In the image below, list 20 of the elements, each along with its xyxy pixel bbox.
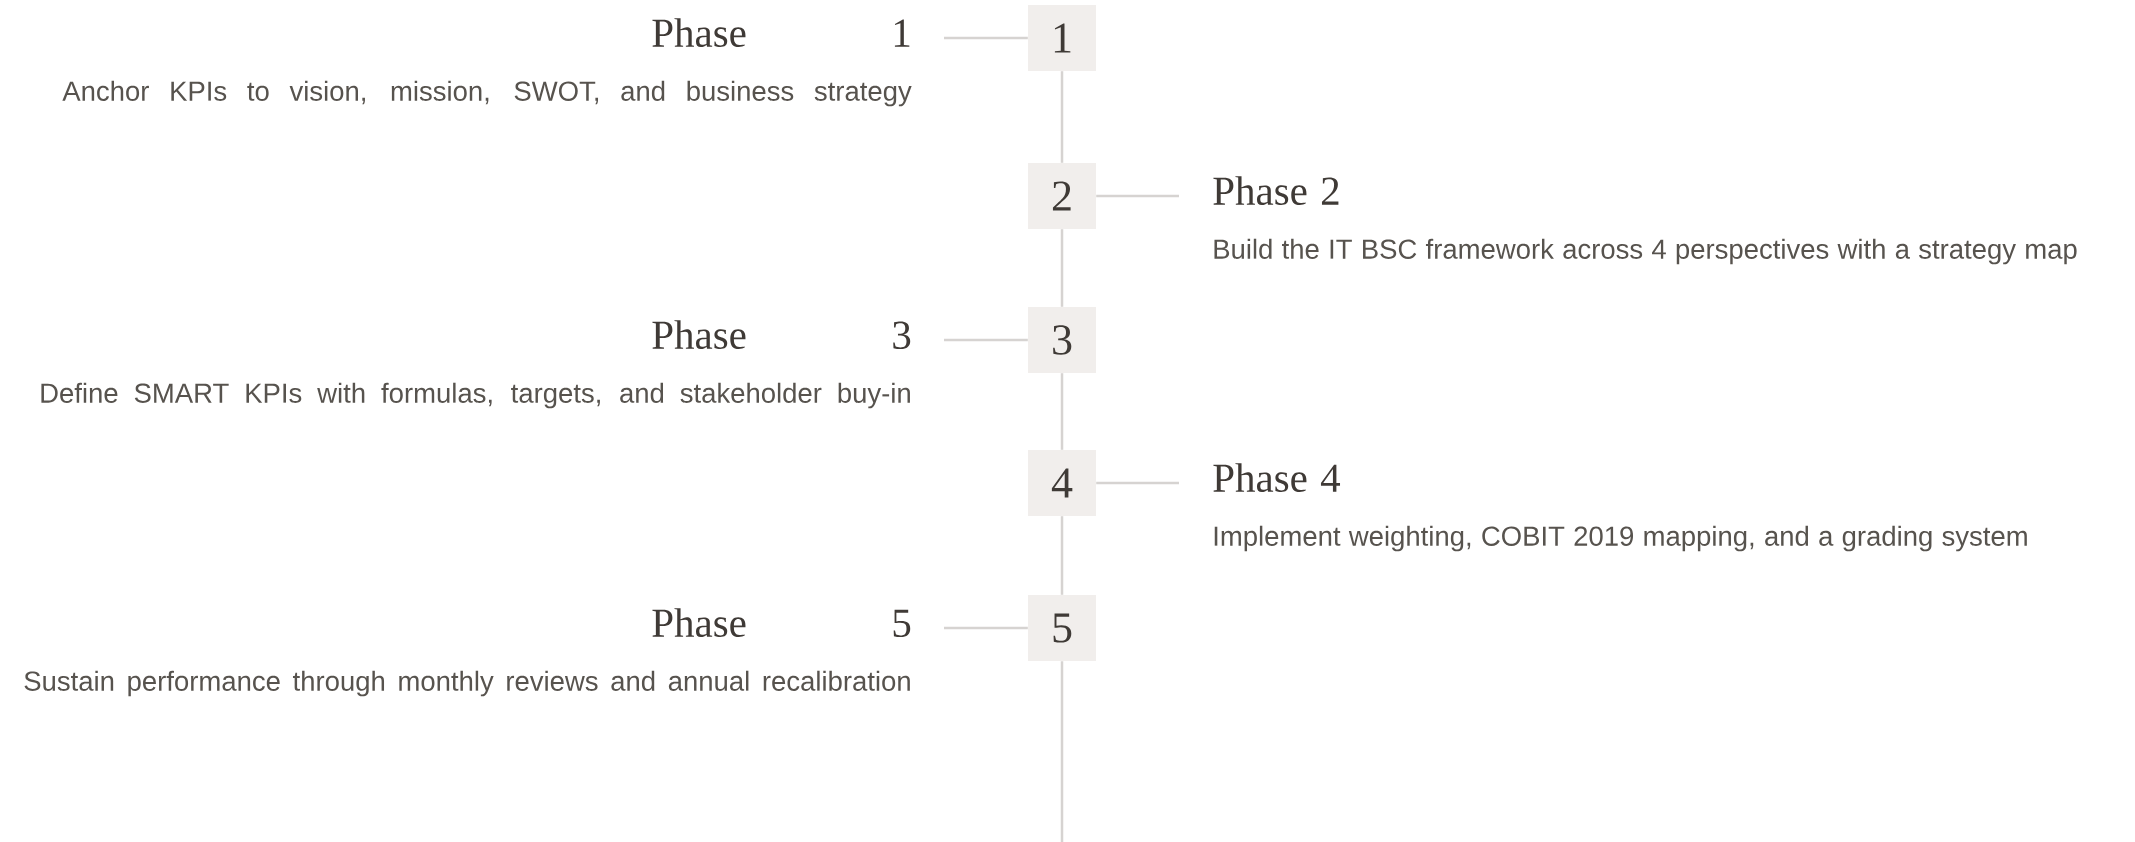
connector-line [1096,194,1179,198]
connector-line [1060,71,1064,163]
connector-line [944,338,1028,342]
number-box: 3 [1028,307,1096,373]
connector-line [944,626,1028,630]
connector-line [1060,373,1064,450]
phase-text: Phase 4 Implement weighting, COBIT 2019 mapping, and a grading system [1213,463,2027,552]
number-box: 5 [1028,595,1096,661]
connector-line [944,36,1028,40]
phase-text: Phase 2 Build the IT BSC framework across 4 perspectives with a strategy map [1213,176,2077,265]
phase-text: Phase 3 Define SMART KPIs with formulas, targets, and stakeholder buy-in [41,320,911,409]
connector-line [1060,229,1064,307]
number-box: 1 [1028,5,1096,71]
connector-line [1060,661,1064,842]
number-box: 4 [1028,450,1096,516]
connector-line [1060,516,1064,595]
phase-text: Phase 5 Sustain performance through monthly reviews and annual recalibration [24,608,911,697]
number-box: 2 [1028,163,1096,229]
phase-text: Phase 1 Anchor KPIs to vision, mission, SWOT, and business strategy [62,18,912,107]
connector-line [1096,481,1179,485]
